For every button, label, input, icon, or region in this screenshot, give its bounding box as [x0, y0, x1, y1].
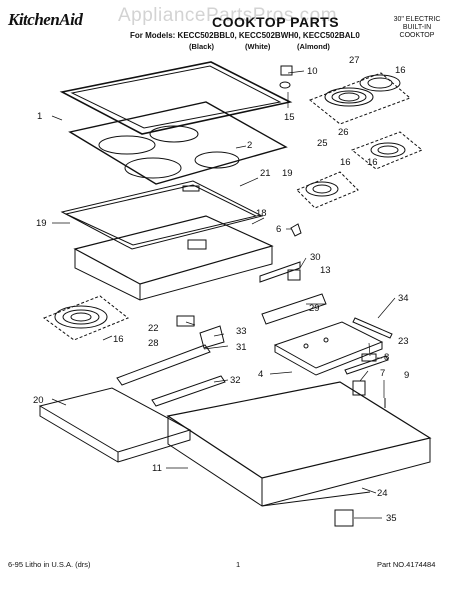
page-title: COOKTOP PARTS [212, 14, 340, 30]
glass-cooktop [68, 101, 288, 192]
desc-line-2: BUILT-IN [402, 24, 432, 31]
callout-8: 8 [384, 352, 389, 363]
callout-9: 9 [404, 370, 409, 381]
bracket-31 [116, 344, 211, 386]
finish-almond: (Almond) [297, 42, 330, 51]
surface-element-small [296, 171, 359, 209]
callout-7: 7 [380, 368, 385, 379]
callout-27: 27 [349, 55, 360, 66]
finish-black: (Black) [189, 42, 215, 51]
callout-16b: 16 [340, 157, 351, 168]
callout-18: 18 [256, 208, 267, 219]
leader-lines [51, 70, 396, 519]
brand-logo: KitchenAid [8, 10, 83, 29]
callout-28: 28 [148, 338, 159, 349]
callout-30: 30 [310, 252, 321, 263]
knob-shaft [279, 81, 291, 89]
callout-16a: 16 [395, 65, 406, 76]
callout-15: 15 [284, 112, 295, 123]
callout-26: 26 [338, 127, 349, 138]
callout-22: 22 [148, 323, 159, 334]
callout-2: 2 [247, 140, 252, 151]
clip [290, 223, 302, 237]
callout-10: 10 [307, 66, 318, 77]
gasket-top [60, 180, 264, 250]
callout-29: 29 [309, 303, 320, 314]
callout-23: 23 [398, 336, 409, 347]
callout-24: 24 [377, 488, 388, 499]
footer-part-number: Part NO.4174484 [377, 560, 436, 569]
callout-1: 1 [37, 111, 42, 122]
surface-element-large [309, 72, 411, 125]
bottom-edge [261, 491, 371, 507]
callout-16c: 16 [367, 157, 378, 168]
models-line: For Models: KECC502BBL0, KECC502BWH0, KE… [130, 31, 360, 40]
bracket-30 [259, 261, 301, 283]
trim-frame [59, 61, 293, 135]
knob [280, 65, 293, 76]
footer-print-info: 6-95 Litho in U.S.A. (drs) [8, 560, 91, 569]
product-description: 30" ELECTRIC BUILT-IN COOKTOP [381, 16, 453, 40]
callout-4: 4 [258, 369, 263, 380]
burner-box [73, 215, 274, 301]
watermark: AppliancePartsPros.com [118, 5, 338, 26]
callout-21: 21 [260, 168, 271, 179]
callout-32: 32 [230, 375, 241, 386]
callouts: 1 2 10 15 27 16 26 25 16 16 21 19 19 18 … [33, 55, 409, 524]
surface-element-medium [350, 131, 423, 170]
desc-line-1: 30" ELECTRIC [393, 16, 441, 23]
bottom-housing [166, 381, 432, 507]
callout-31: 31 [236, 342, 247, 353]
callout-35: 35 [386, 513, 397, 524]
surface-element-left [42, 295, 129, 341]
callout-33: 33 [236, 326, 247, 337]
callout-19b: 19 [36, 218, 47, 229]
finish-white: (White) [245, 42, 271, 51]
bracket-33 [199, 325, 225, 349]
callout-25: 25 [317, 138, 328, 149]
callout-16d: 16 [113, 334, 124, 345]
desc-line-3: COOKTOP [399, 32, 435, 39]
control-bracket [273, 321, 384, 376]
callout-19a: 19 [282, 168, 293, 179]
callout-34: 34 [398, 293, 409, 304]
callout-6: 6 [276, 224, 281, 235]
bracket-34 [352, 317, 393, 339]
terminal-block [176, 315, 195, 327]
switch [352, 380, 366, 396]
bracket-32 [151, 375, 226, 407]
callout-20: 20 [33, 395, 44, 406]
callout-13: 13 [320, 265, 331, 276]
footer-page-number: 1 [236, 560, 241, 569]
bracket-35 [334, 509, 354, 527]
callout-11: 11 [152, 463, 162, 474]
